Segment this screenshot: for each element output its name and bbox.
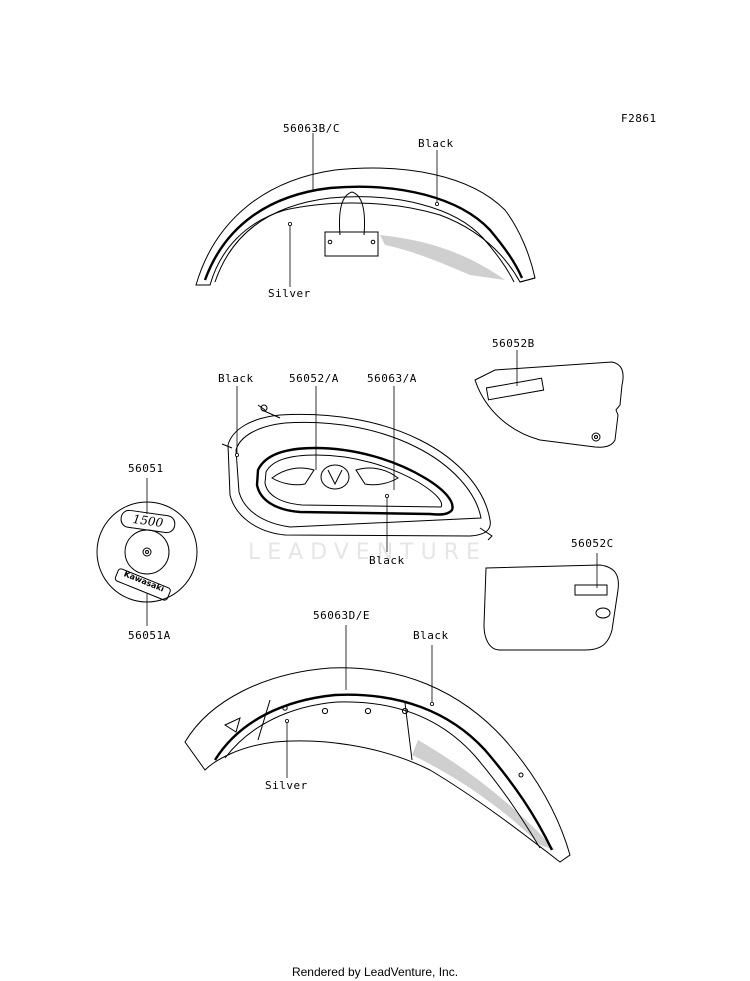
footer-credit: Rendered by LeadVenture, Inc. xyxy=(291,965,459,979)
side-cover-right xyxy=(474,361,624,448)
fuel-tank xyxy=(221,404,493,541)
figure-id: F2861 xyxy=(621,112,657,125)
front-fender xyxy=(195,167,536,286)
callout-tank-emblem-part: 56052/A xyxy=(289,372,339,385)
callout-tank-black-bottom: Black xyxy=(369,554,405,567)
callout-tank-stripe-part: 56063/A xyxy=(367,372,417,385)
callout-front-fender-silver: Silver xyxy=(268,287,311,300)
watermark: LEADVENTURE xyxy=(248,540,487,565)
callout-side-cover-right-part: 56052B xyxy=(492,337,535,350)
callout-rear-fender-part: 56063D/E xyxy=(313,609,370,622)
callout-front-fender-black: Black xyxy=(418,137,454,150)
callout-badge-top-part: 56051 xyxy=(128,462,164,475)
callout-front-fender-part: 56063B/C xyxy=(283,122,340,135)
callout-rear-fender-silver: Silver xyxy=(265,779,308,792)
callout-badge-bottom-part: 56051A xyxy=(128,629,171,642)
rear-fender xyxy=(184,667,571,863)
side-cover-left xyxy=(483,564,619,651)
callout-tank-black-left: Black xyxy=(218,372,254,385)
callout-rear-fender-black: Black xyxy=(413,629,449,642)
callout-side-cover-left-part: 56052C xyxy=(571,537,614,550)
